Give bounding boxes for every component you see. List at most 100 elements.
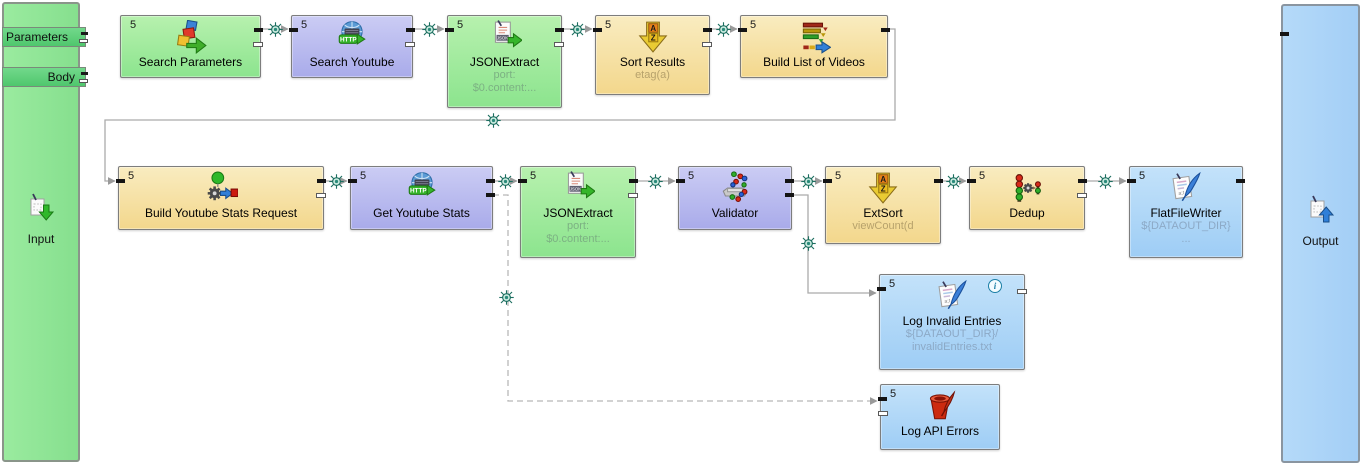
edge-debug-icon[interactable]: [801, 236, 816, 251]
body-band[interactable]: Body: [2, 67, 88, 87]
trash-icon: [923, 389, 957, 423]
input-port[interactable]: [518, 179, 527, 183]
output-port[interactable]: [1236, 179, 1245, 183]
input-port[interactable]: [1280, 32, 1289, 36]
parameters-band[interactable]: Parameters: [2, 27, 88, 47]
edge-debug-icon[interactable]: [570, 22, 585, 37]
output-port[interactable]: [555, 28, 564, 32]
output-port[interactable]: [79, 79, 88, 83]
output-port[interactable]: [486, 193, 495, 197]
http-globe-icon: [335, 20, 369, 54]
edge-debug-icon[interactable]: [422, 22, 437, 37]
record-count-badge: 5: [301, 19, 308, 31]
node-title: Get Youtube Stats: [373, 206, 470, 220]
edge-debug-icon[interactable]: [946, 174, 961, 189]
record-count-badge: 5: [360, 170, 367, 182]
output-port[interactable]: [881, 28, 890, 32]
output-port[interactable]: [316, 193, 326, 198]
node-title: Search Parameters: [138, 55, 243, 69]
cubes-arrow-icon: [174, 20, 208, 54]
input-port[interactable]: [738, 28, 747, 32]
node-sublabel: ${DATAOUT_DIR}/: [905, 328, 999, 340]
file-feather-icon: [1169, 171, 1203, 205]
record-count-badge: 5: [979, 170, 986, 182]
input-port[interactable]: [289, 28, 298, 32]
input-port[interactable]: [1127, 179, 1136, 183]
node-title: Log Invalid Entries: [902, 314, 1002, 328]
node-title: Sort Results: [619, 55, 686, 69]
edge-debug-icon[interactable]: [329, 174, 344, 189]
edge-debug-icon[interactable]: [648, 174, 663, 189]
info-icon[interactable]: i: [988, 279, 1002, 293]
record-count-badge: 5: [688, 170, 695, 182]
node-title: Build List of Videos: [763, 55, 865, 69]
node-title: Build Youtube Stats Request: [144, 206, 298, 220]
output-port[interactable]: [254, 28, 263, 32]
input-port[interactable]: [878, 397, 887, 401]
node-title: Dedup: [1009, 206, 1045, 220]
output-port[interactable]: [628, 193, 638, 198]
output-port[interactable]: [81, 72, 88, 75]
node-title: Log API Errors: [900, 424, 980, 438]
edge-debug-icon[interactable]: [499, 290, 514, 305]
node-title: Search Youtube: [309, 55, 395, 69]
e-getstats-logapierrors[interactable]: [493, 194, 878, 405]
node-sublabel: etag(a): [635, 69, 670, 81]
input-port[interactable]: [348, 179, 357, 183]
sort-az-icon: [636, 20, 670, 54]
input-port[interactable]: [878, 411, 888, 416]
output-port[interactable]: [785, 179, 794, 183]
input-port[interactable]: [445, 28, 454, 32]
edge-debug-icon[interactable]: [1098, 174, 1113, 189]
output-port[interactable]: [554, 42, 564, 47]
record-count-badge: 5: [605, 19, 612, 31]
output-port[interactable]: [629, 179, 638, 183]
input-port[interactable]: [823, 179, 832, 183]
output-port[interactable]: [1077, 193, 1087, 198]
output-port[interactable]: [702, 42, 712, 47]
edge-debug-icon[interactable]: [268, 22, 283, 37]
output-port[interactable]: [406, 28, 415, 32]
node-title: JSONExtract: [543, 206, 613, 220]
output-port[interactable]: [1017, 289, 1027, 294]
edge-debug-icon[interactable]: [498, 174, 513, 189]
node-sublabel: viewCount(d: [852, 220, 914, 232]
output-port[interactable]: [81, 32, 88, 35]
output-port[interactable]: [253, 42, 263, 47]
edge-debug-icon[interactable]: [486, 113, 501, 128]
input-port[interactable]: [593, 28, 602, 32]
output-port[interactable]: [79, 39, 88, 43]
output-port[interactable]: [405, 42, 415, 47]
output-panel[interactable]: Output: [1280, 4, 1360, 463]
output-panel-label: Output: [1302, 234, 1339, 248]
input-port[interactable]: [967, 179, 976, 183]
output-port[interactable]: [486, 179, 495, 183]
node-title: Validator: [711, 206, 759, 220]
output-port[interactable]: [317, 179, 326, 183]
edge-debug-icon[interactable]: [716, 22, 731, 37]
input-port[interactable]: [116, 179, 125, 183]
node-title: ExtSort: [863, 206, 903, 220]
edge-debug-icon[interactable]: [801, 174, 816, 189]
output-port[interactable]: [703, 28, 712, 32]
input-port[interactable]: [877, 287, 886, 291]
record-count-badge: 5: [835, 170, 842, 182]
input-port[interactable]: [676, 179, 685, 183]
output-port[interactable]: [934, 179, 943, 183]
output-port[interactable]: [1078, 179, 1087, 183]
output-port[interactable]: [785, 193, 794, 197]
